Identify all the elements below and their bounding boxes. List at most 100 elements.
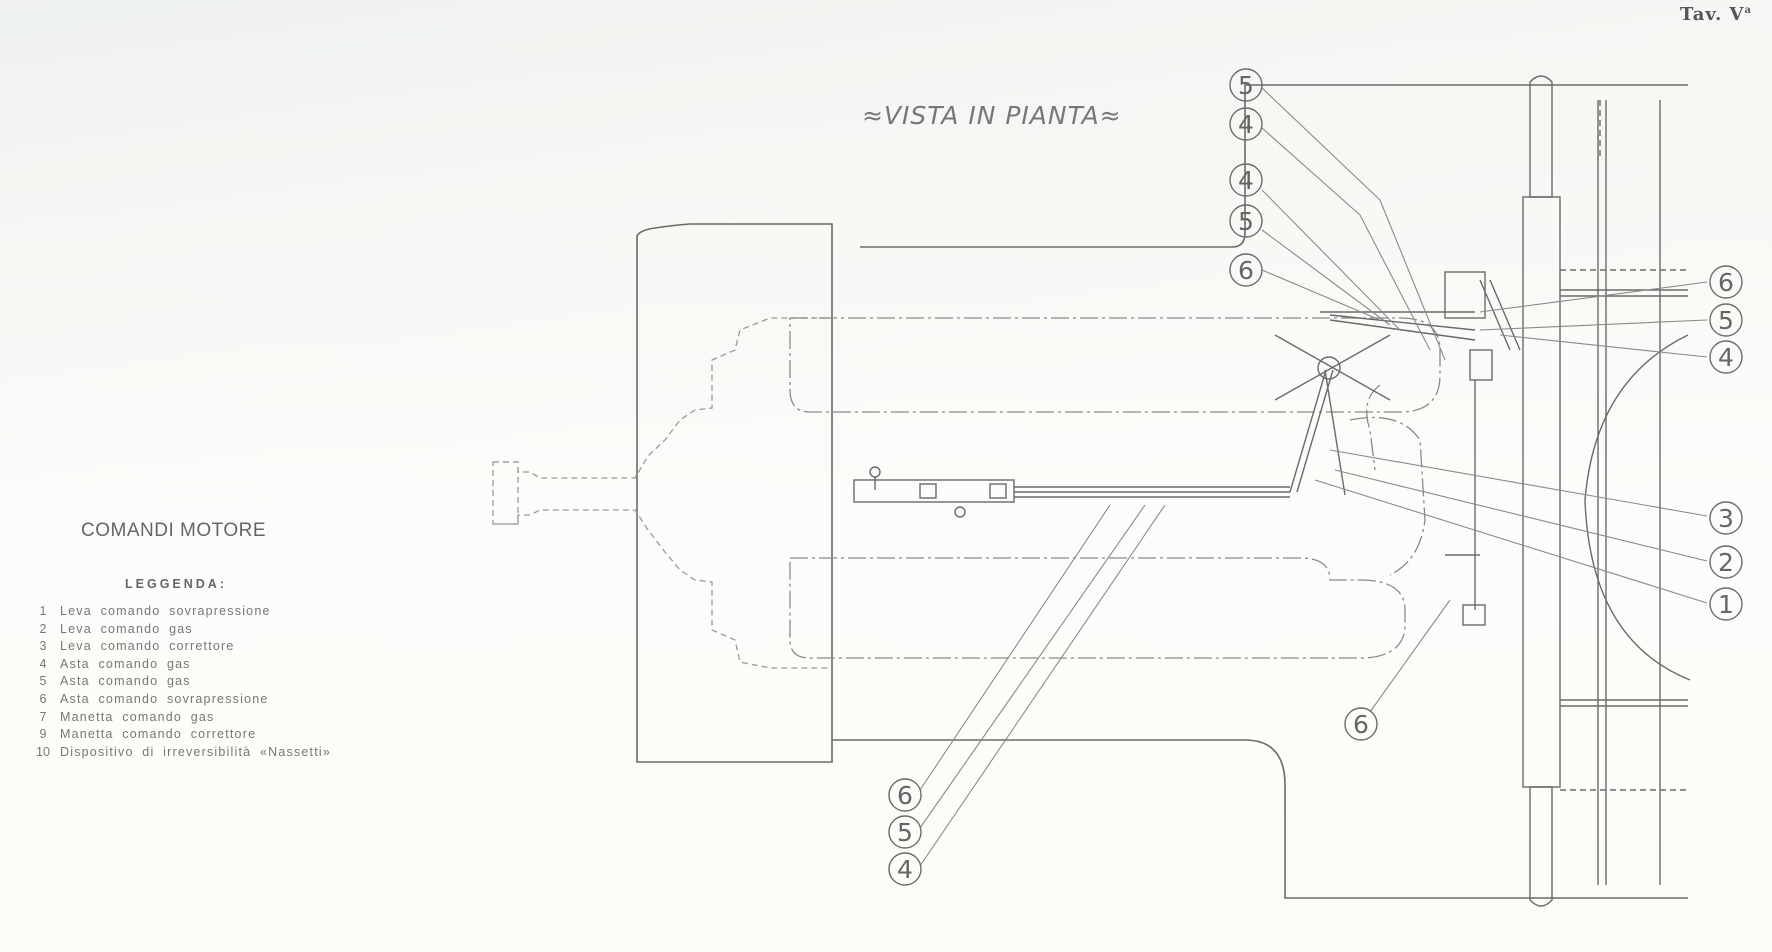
callout-circle (888, 778, 922, 812)
callout-circle (1229, 204, 1263, 238)
throttle-lever-block (919, 483, 937, 499)
legend-item-number: 10 (36, 744, 50, 759)
legend-item-text: Dispositivo di irreversibilità «Nassetti… (60, 744, 331, 759)
legend-item: 10 Dispositivo di irreversibilità «Nasset… (26, 744, 331, 762)
callout-label: 4 (1238, 166, 1254, 195)
legend-item-number: 2 (39, 621, 47, 636)
leader-right-2 (1334, 469, 1708, 562)
callout-circle (1344, 707, 1378, 741)
callout-circle (1709, 265, 1743, 299)
bellcrank-pivot (1317, 356, 1341, 380)
callout-label: 5 (1238, 207, 1254, 236)
lower-knob (954, 506, 966, 518)
lower-cylinder-bank (789, 557, 1406, 659)
callout-label: 6 (1353, 710, 1369, 739)
control-linkage (853, 271, 1521, 626)
callout-circle (888, 815, 922, 849)
lever-knob (869, 466, 881, 478)
callout-circle (1709, 501, 1743, 535)
callouts: 5 4 4 5 6 6 5 4 3 2 1 6 6 5 4 (888, 68, 1743, 886)
legend-item-text: Leva comando gas (60, 621, 193, 636)
longeron-bottom-cap (1529, 786, 1553, 907)
legend-item-number: 1 (39, 604, 47, 618)
leader-right-1 (1314, 479, 1708, 604)
fuselage-outline (636, 84, 1688, 899)
lower-fuselage-edge (832, 739, 1688, 899)
plate-label-text: Tav. V (1680, 4, 1745, 25)
legend-item-text: Asta comando sovrapressione (60, 691, 269, 706)
leader-top-5a-b (1379, 199, 1446, 361)
leader-top-6 (1261, 269, 1381, 321)
legend-item-number: 6 (39, 691, 47, 706)
gearbox-contour (1349, 416, 1426, 576)
callout-circle (1709, 340, 1743, 374)
view-title: ≈VISTA IN PIANTA≈ (862, 101, 1122, 130)
leader-top-5a (1261, 87, 1381, 201)
callout-circle (1229, 107, 1263, 141)
legend-item: 4 Asta comando gas (26, 656, 331, 674)
legend-item-text: Leva comando correttore (60, 639, 235, 654)
leader-bottom-6 (919, 504, 1111, 791)
bellcrank-arm-c (1324, 369, 1346, 496)
callout-circle (1229, 253, 1263, 287)
callout-label: 2 (1718, 548, 1734, 577)
structure (1522, 75, 1691, 907)
callout-label: 6 (1238, 256, 1254, 285)
link-rod-mid (1329, 319, 1476, 341)
cockpit-arc (1584, 334, 1691, 681)
legend-item-text: Manetta comando correttore (60, 727, 257, 742)
leader-top-5b (1261, 229, 1391, 326)
callout-label: 5 (1718, 306, 1734, 335)
legend-item-number: 3 (39, 639, 47, 654)
legend-item-number: 9 (39, 727, 47, 742)
legend-item: 9 Manetta comando correttore (26, 726, 331, 744)
legend-item-text: Asta comando gas (60, 674, 191, 689)
link-rod-upper (1329, 314, 1476, 331)
firewall-frame (636, 223, 833, 763)
leader-right-5 (1479, 319, 1708, 331)
callout-label: 4 (1238, 110, 1254, 139)
main-longeron (1522, 196, 1561, 788)
callout-label: 5 (1238, 71, 1254, 100)
callout-label: 6 (1718, 268, 1734, 297)
callout-label: 3 (1718, 504, 1734, 533)
engine-lower-contour (493, 509, 830, 669)
cross-lever-b (1274, 334, 1391, 401)
callout-label: 4 (1718, 343, 1734, 372)
engine-upper-contour (493, 317, 830, 479)
plate-label-sup: a (1744, 5, 1752, 16)
longeron-top-cap (1529, 75, 1553, 198)
lower-control-box (1469, 349, 1493, 381)
leader-top-4a (1261, 127, 1361, 216)
plate-label: Tav. Va (1680, 4, 1752, 25)
leader-bottom-5 (919, 504, 1146, 829)
leader-low-6 (1369, 599, 1451, 713)
callout-label: 4 (897, 855, 913, 884)
spinner-box (492, 461, 519, 525)
upper-cylinder-bank (789, 317, 1441, 413)
legend-item: 2 Leva comando gas (26, 621, 331, 639)
upper-fuselage-edge (860, 84, 1688, 248)
leader-top-4a-b (1359, 214, 1431, 351)
legend-item-number: 4 (39, 656, 47, 671)
legend-item-text: Asta comando gas (60, 656, 191, 671)
legend-item: 3 Leva comando correttore (26, 638, 331, 656)
legend-item-text: Leva comando sovrapressione (60, 604, 271, 618)
engine-banks (789, 317, 1441, 659)
callout-circle (1709, 587, 1743, 621)
bellcrank-arm-b (1296, 369, 1334, 493)
throttle-quadrant (853, 479, 1015, 503)
leader-right-3 (1329, 449, 1708, 517)
leader-bottom-4 (919, 504, 1166, 867)
legend-subtitle: LEGGENDA: (125, 577, 227, 591)
diagonal-link-a (1479, 279, 1511, 351)
callout-circle (1229, 163, 1263, 197)
legend-item: 1 Leva comando sovrapressione (26, 603, 331, 621)
propeller-hub (492, 317, 830, 669)
leader-right-6 (1479, 281, 1708, 313)
legend-item-text: Manetta comando gas (60, 709, 215, 724)
